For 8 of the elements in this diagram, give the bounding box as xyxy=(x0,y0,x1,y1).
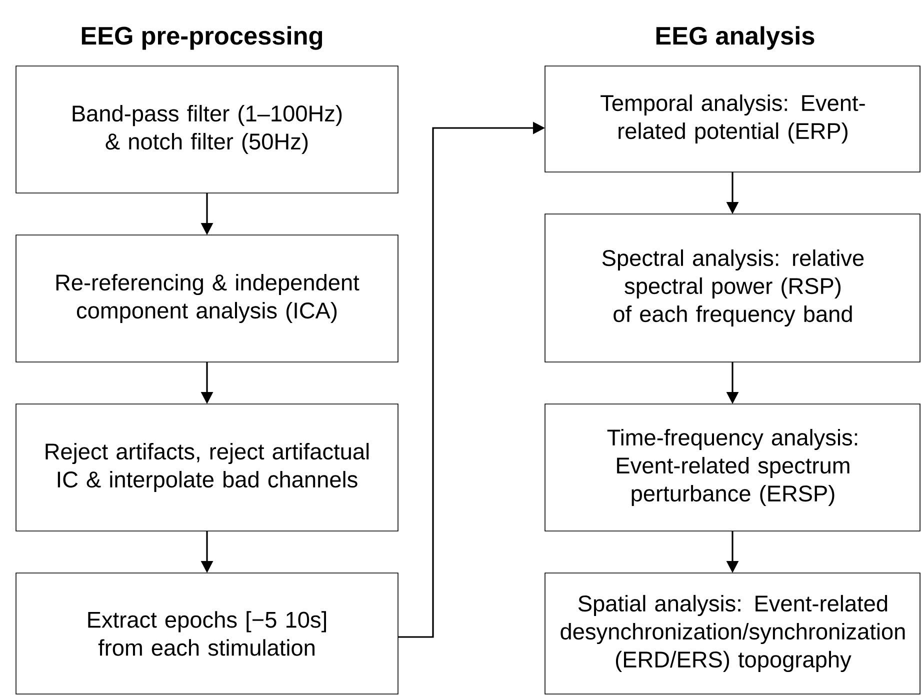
process-box: Band-pass filter (1–100Hz) & notch filter (50Hz) xyxy=(16,66,398,194)
process-box: Temporal analysis: Event-related potential (ERP) xyxy=(544,66,920,172)
process-box: Extract epochs [−5 10s] from each stimulation xyxy=(16,572,398,694)
process-box: Time-frequency analysis: Event-related spectrum perturbance (ERSP) xyxy=(544,404,920,532)
process-box: Spatial analysis: Event-related desynchronization/synchronization (ERD/ERS) topography xyxy=(544,572,920,694)
process-box: Re-referencing & independent component analysis (ICA) xyxy=(16,234,398,362)
process-box: Spectral analysis: relative spectral power (RSP) of each frequency band xyxy=(544,214,920,362)
process-box: Reject artifacts, reject artifactual IC & interpolate bad channels xyxy=(16,404,398,532)
